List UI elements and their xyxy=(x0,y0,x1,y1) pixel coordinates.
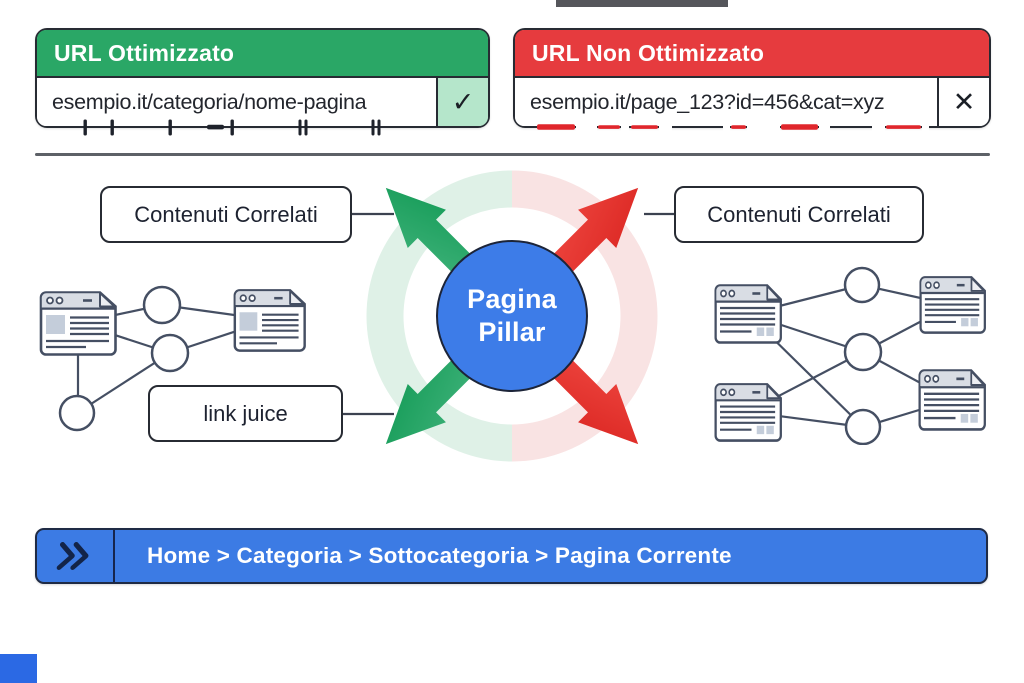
webpage-icon xyxy=(232,288,307,353)
node-circle xyxy=(843,332,883,372)
top-cropped-bar xyxy=(556,0,728,7)
double-chevron-right-icon xyxy=(56,542,89,570)
webpage-icon xyxy=(918,275,987,335)
breadcrumb-path[interactable]: Home > Categoria > Sottocategoria > Pagi… xyxy=(147,543,732,568)
optimized-url-title: URL Ottimizzato xyxy=(54,39,235,66)
webpage-icon xyxy=(713,283,783,345)
breadcrumb-icon-cell[interactable] xyxy=(37,530,115,582)
x-icon: ✕ xyxy=(952,86,976,117)
right-link-network xyxy=(700,265,1000,445)
webpage-icon xyxy=(38,290,118,357)
optimized-url-card: URL Ottimizzato esempio.it/categoria/nom… xyxy=(35,28,490,128)
bottom-cropped-square xyxy=(0,654,37,683)
check-icon: ✓ xyxy=(451,86,475,117)
optimized-url-field[interactable]: esempio.it/categoria/nome-pagina xyxy=(37,78,436,126)
node-circle xyxy=(58,394,96,432)
pillar-line1: Pagina xyxy=(467,284,557,315)
unoptimized-url-header: URL Non Ottimizzato xyxy=(515,30,989,78)
left-network-lines xyxy=(58,285,271,432)
node-circle xyxy=(142,285,182,325)
related-content-left-label: Contenuti Correlati xyxy=(134,201,318,227)
related-content-box-right: Contenuti Correlati xyxy=(674,186,924,243)
node-circle xyxy=(843,266,881,304)
link-juice-label: link juice xyxy=(203,400,288,426)
unoptimized-url-field[interactable]: esempio.it/page_123?id=456&cat=xyz xyxy=(515,78,937,126)
pillar-line2: Pillar xyxy=(478,317,546,347)
x-badge: ✕ xyxy=(937,78,989,126)
url-error-underline xyxy=(537,123,929,131)
pagina-pillar-node: Pagina Pillar xyxy=(436,240,588,392)
optimized-url-header: URL Ottimizzato xyxy=(37,30,488,78)
related-content-right-label: Contenuti Correlati xyxy=(707,201,891,227)
link-juice-box: link juice xyxy=(148,385,343,442)
webpage-icon xyxy=(713,382,783,443)
related-content-box-left: Contenuti Correlati xyxy=(100,186,352,243)
node-circle xyxy=(150,333,190,373)
left-link-network xyxy=(30,280,322,440)
webpage-icon xyxy=(917,368,987,432)
url-structure-ruler xyxy=(83,119,381,136)
unoptimized-url-card: URL Non Ottimizzato esempio.it/page_123?… xyxy=(513,28,991,128)
breadcrumb-bar[interactable]: Home > Categoria > Sottocategoria > Pagi… xyxy=(35,528,988,584)
section-divider xyxy=(35,153,990,156)
unoptimized-url-title: URL Non Ottimizzato xyxy=(532,39,765,66)
node-circle xyxy=(844,408,882,445)
check-badge: ✓ xyxy=(436,78,488,126)
